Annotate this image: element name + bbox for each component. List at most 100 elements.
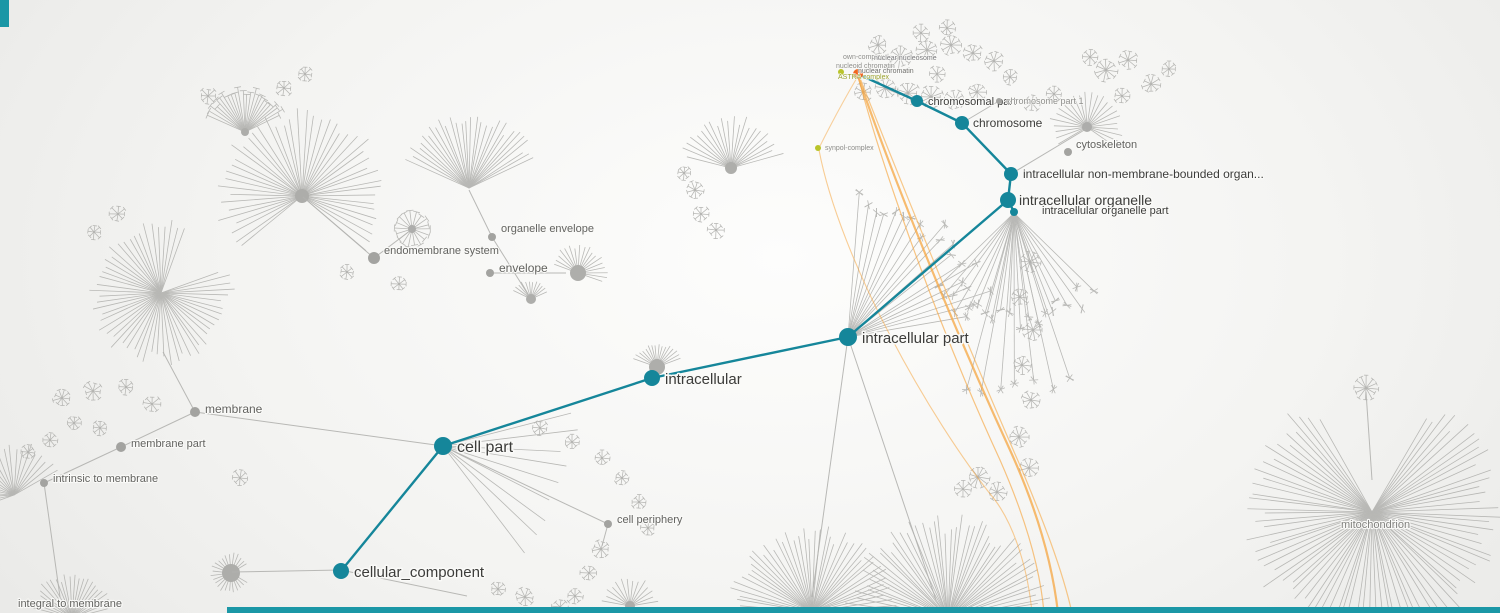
starburst bbox=[614, 470, 630, 486]
node-mitochondrion[interactable]: mitochondrion bbox=[1340, 518, 1411, 532]
node-dot bbox=[1010, 208, 1018, 216]
starburst bbox=[943, 89, 964, 110]
starburst bbox=[579, 565, 597, 581]
node-cellular_component[interactable]: cellular_component bbox=[333, 563, 486, 583]
starburst bbox=[594, 449, 611, 465]
starburst bbox=[1022, 318, 1043, 341]
node-membrane_part[interactable]: membrane part bbox=[116, 437, 207, 452]
node-synpol_complex[interactable]: synpol-complex bbox=[824, 144, 874, 152]
node-own_complex[interactable]: own-complex bbox=[842, 53, 885, 61]
node-label: nuclear nucleosome bbox=[874, 55, 937, 62]
starburst bbox=[231, 469, 249, 486]
node-cytoskeleton[interactable]: cytoskeleton bbox=[1064, 138, 1138, 156]
node-membrane[interactable]: membrane bbox=[190, 401, 264, 417]
node-chromosomal_part[interactable]: chromosomal part bbox=[911, 95, 1017, 109]
starburst bbox=[591, 539, 610, 559]
node-label: nucleoid chromatin bbox=[836, 63, 895, 70]
node-cell_part[interactable]: cell part bbox=[434, 437, 515, 458]
starburst bbox=[108, 205, 127, 222]
starburst bbox=[20, 444, 36, 459]
starburst bbox=[929, 65, 946, 83]
starburst bbox=[1002, 68, 1018, 86]
cluster-fan bbox=[393, 209, 431, 248]
cluster-fan bbox=[0, 443, 58, 501]
node-dot bbox=[911, 95, 923, 107]
node-dot bbox=[190, 407, 200, 417]
starburst bbox=[867, 34, 887, 55]
node-integral_to_membrane[interactable]: integral to membrane bbox=[17, 597, 123, 611]
starburst bbox=[566, 588, 584, 605]
starburst bbox=[1045, 85, 1062, 102]
node-nucleoid_chromatin[interactable]: nucleoid chromatin bbox=[835, 62, 895, 70]
starburst bbox=[677, 166, 692, 181]
nodes: cellular_component cell part intracellular… bbox=[17, 53, 1411, 611]
node-label: cell part bbox=[457, 439, 514, 456]
starburst bbox=[490, 581, 506, 596]
node-nucleosome[interactable] bbox=[853, 69, 863, 79]
cluster-fan bbox=[31, 574, 112, 613]
node-organelle_envelope[interactable]: organelle envelope bbox=[488, 222, 595, 241]
node-label: organelle envelope bbox=[501, 223, 594, 235]
starburst bbox=[692, 206, 710, 223]
cluster-fan bbox=[442, 412, 578, 554]
node-nuclear_nucleosome[interactable]: nuclear nucleosome bbox=[873, 54, 937, 62]
cluster-bursts bbox=[20, 19, 1380, 613]
starburst bbox=[1082, 48, 1099, 66]
node-envelope[interactable]: envelope bbox=[486, 260, 549, 277]
bottom-bar bbox=[227, 607, 1500, 613]
node-intracellular_part[interactable]: intracellular part bbox=[839, 328, 971, 349]
cluster-fan bbox=[682, 116, 784, 174]
node-chromosome_part_1[interactable]: chromosome part 1 bbox=[996, 95, 1084, 107]
starburst bbox=[640, 520, 655, 536]
node-label: mitochondrion bbox=[1341, 519, 1410, 531]
node-nuclear_chromatin[interactable]: nuclear chromatin bbox=[857, 67, 914, 75]
starburst bbox=[532, 420, 549, 437]
node-dot bbox=[839, 328, 857, 346]
node-synpol_node[interactable] bbox=[815, 145, 821, 151]
starburst bbox=[887, 45, 913, 71]
node-label: intrinsic to membrane bbox=[53, 473, 158, 485]
cluster-fan bbox=[205, 86, 285, 136]
starburst bbox=[1023, 94, 1041, 112]
node-astra_node[interactable] bbox=[838, 69, 844, 75]
starburst bbox=[82, 380, 103, 401]
starburst bbox=[515, 586, 534, 607]
cluster-fan bbox=[210, 552, 248, 593]
node-intrinsic_to_membrane[interactable]: intrinsic to membrane bbox=[40, 472, 159, 487]
starburst bbox=[938, 19, 957, 36]
starburst bbox=[1013, 355, 1032, 376]
node-label: intracellular bbox=[665, 371, 742, 388]
starburst bbox=[1113, 87, 1131, 104]
starburst bbox=[915, 40, 938, 61]
node-label: ASTRA complex bbox=[838, 74, 889, 81]
node-endomembrane_system[interactable]: endomembrane system bbox=[368, 244, 500, 264]
node-dot bbox=[838, 69, 844, 75]
node-dot bbox=[40, 479, 48, 487]
node-cell_periphery[interactable]: cell periphery bbox=[604, 513, 684, 528]
node-dot bbox=[955, 116, 969, 130]
node-intracellular_organelle[interactable]: intracellular organelle bbox=[1000, 191, 1154, 210]
node-astra_complex[interactable]: ASTRA complex bbox=[837, 73, 890, 81]
starburst bbox=[1117, 49, 1138, 70]
starburst bbox=[1020, 390, 1041, 409]
node-chromosome[interactable]: chromosome bbox=[955, 115, 1044, 131]
node-nmb_organelle[interactable]: intracellular non-membrane-bounded organ… bbox=[1004, 166, 1265, 182]
node-label: nuclear chromatin bbox=[858, 68, 914, 75]
starburst bbox=[984, 51, 1004, 72]
node-label: own-complex bbox=[843, 54, 885, 61]
cluster-fan bbox=[405, 116, 534, 189]
starburst bbox=[87, 225, 102, 241]
starburst bbox=[92, 420, 107, 437]
cluster-fan bbox=[847, 188, 994, 338]
starburst bbox=[297, 66, 313, 82]
node-dot bbox=[1000, 192, 1016, 208]
node-intracellular[interactable]: intracellular bbox=[644, 370, 743, 390]
starburst bbox=[200, 87, 217, 105]
cluster-fan bbox=[845, 514, 1051, 613]
starburst bbox=[686, 180, 705, 199]
node-intracellular_organelle_part[interactable]: intracellular organelle part bbox=[1010, 204, 1170, 218]
starburst bbox=[118, 378, 134, 396]
corner-accent bbox=[0, 0, 9, 27]
